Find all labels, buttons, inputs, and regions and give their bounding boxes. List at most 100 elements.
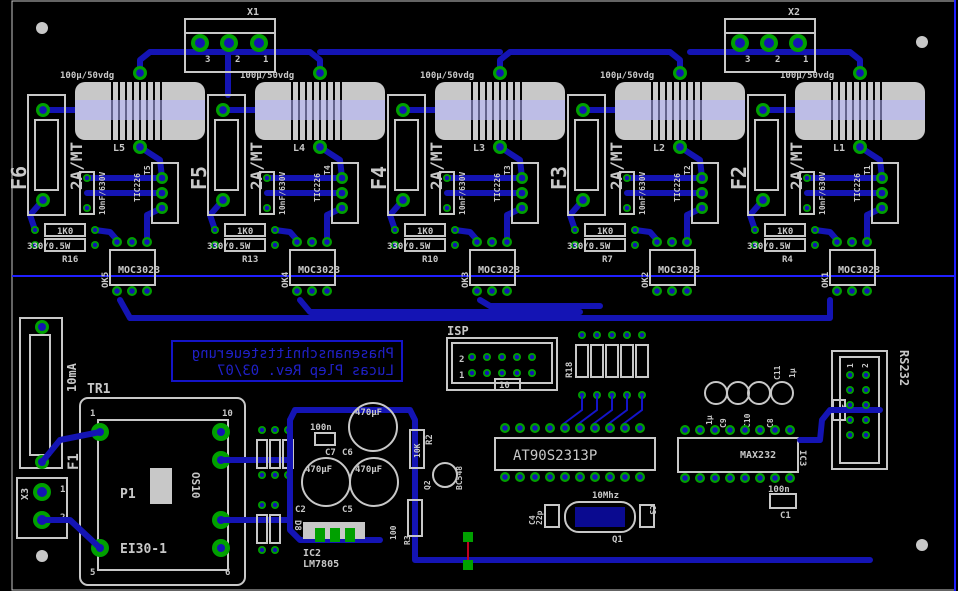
ic2-type: LM7805 [303, 559, 339, 570]
pad-drill [272, 472, 278, 478]
regulator-ic2: IC2 LM7805 [303, 522, 365, 570]
fuse-outline [567, 94, 606, 216]
pad-drill [698, 174, 706, 182]
opto-type: MOC3023 [838, 265, 880, 276]
triac-label: T2 [683, 165, 692, 175]
r3-value: 100 [389, 525, 398, 540]
triac-label: T4 [323, 165, 332, 175]
title-line2: Lucas Plep Rev. 03/07 [217, 363, 394, 379]
pad-drill [787, 427, 793, 433]
rs232-header[interactable]: RS232 1 2 10 [797, 350, 911, 470]
pad-drill [787, 475, 793, 481]
trace [606, 395, 628, 426]
r2-value: 10K [413, 443, 422, 458]
q2-type: BC548 [455, 466, 464, 490]
crystal-q1: 10Mhz Q1 22p C3 C4 [528, 491, 657, 545]
triac-type: TIC226 [313, 173, 322, 202]
trace [137, 144, 165, 180]
connector-x2: X2 3 2 1 [724, 7, 816, 73]
opto-type: MOC3023 [118, 265, 160, 276]
resistor-value: 330/0.5W [207, 242, 251, 252]
tr1-label: TR1 [87, 382, 111, 397]
pad-drill [272, 242, 278, 248]
crystal-value: 10Mhz [592, 491, 619, 501]
pad-drill [259, 472, 265, 478]
resistor-value: 1K0 [777, 227, 793, 237]
snubber-cap [799, 171, 815, 215]
fuse-body [574, 119, 599, 191]
pad-drill [399, 106, 407, 114]
pad-drill [532, 425, 538, 431]
pad-drill [878, 204, 886, 212]
trace [317, 144, 345, 180]
pad-drill [676, 69, 684, 77]
diode-body [269, 439, 281, 469]
r18-label: R18 [565, 362, 575, 378]
pad-drill [324, 239, 330, 245]
pad-drill [158, 189, 166, 197]
trace [621, 395, 643, 426]
opto-label: OK1 [821, 272, 831, 288]
diode-body [269, 514, 281, 544]
pad-drill [812, 227, 818, 233]
pad-drill [39, 106, 47, 114]
rs232-caps: 1µ C9 C10 C8 C11 1µ [704, 365, 797, 428]
pad-drill [158, 204, 166, 212]
pad-drill [637, 474, 643, 480]
pad-drill [697, 427, 703, 433]
isp-label: ISP [447, 324, 469, 338]
pad-drill [572, 242, 578, 248]
pad-drill [114, 288, 120, 294]
fuse-value: 2A/MT [787, 142, 806, 190]
pad-drill [158, 174, 166, 182]
pad-drill [698, 189, 706, 197]
trace [804, 175, 885, 196]
pad-drill [259, 502, 265, 508]
pad-drill [294, 288, 300, 294]
resistor-body [584, 238, 626, 252]
pad-drill [639, 332, 645, 338]
resistor-value: 330/0.5W [387, 242, 431, 252]
pad-drill [316, 69, 324, 77]
pin-label: 5 [90, 568, 95, 578]
opto-label: OK4 [281, 271, 291, 288]
pin-label: 2 [775, 55, 780, 65]
opto-type: MOC3023 [298, 265, 340, 276]
pad-drill [849, 239, 855, 245]
opto-label: OK3 [461, 272, 471, 288]
opto-outline [289, 249, 336, 286]
resistor-label: R16 [62, 255, 78, 265]
inductor-value: 100µ/50vdg [240, 71, 294, 81]
pad-drill [324, 288, 330, 294]
cap-label: C1 [780, 511, 791, 521]
pad-drill [496, 143, 504, 151]
inductor-value: 100µ/50vdg [420, 71, 474, 81]
isp-header[interactable]: ISP 2 1 10 [446, 324, 558, 391]
pad-drill [577, 425, 583, 431]
fuse-label: F4 [367, 166, 391, 190]
pad-drill [272, 547, 278, 553]
pad-drill [669, 288, 675, 294]
fuse-value: 2A/MT [607, 142, 626, 190]
pad-drill [39, 196, 47, 204]
triac-outline [511, 162, 539, 224]
title-line1: Phasenanschnittsteuerung [192, 346, 394, 362]
pad-drill [309, 239, 315, 245]
trace [624, 175, 705, 196]
cap-label: C8 [766, 418, 775, 428]
pad-drill [757, 475, 763, 481]
pad-drill [863, 417, 869, 423]
resistor-value: 330/0.5W [27, 242, 71, 252]
inductor-value: 100µ/50vdg [780, 71, 834, 81]
inductor-value: 100µ/50vdg [60, 71, 114, 81]
pad-drill [212, 227, 218, 233]
pad-drill [517, 425, 523, 431]
pad-drill [742, 475, 748, 481]
pad-drill [712, 427, 718, 433]
inductor-trace [75, 100, 205, 120]
pad-drill [592, 474, 598, 480]
